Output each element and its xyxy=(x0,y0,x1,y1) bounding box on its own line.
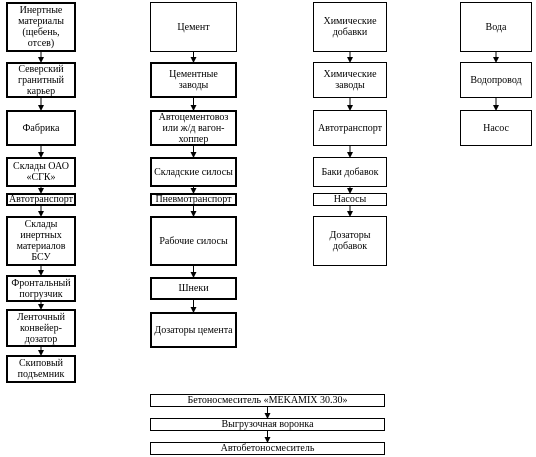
node-additive-dispensers: Дозаторы добавок xyxy=(313,216,387,266)
node-additive-tanks: Баки добавок xyxy=(313,157,387,187)
node-storage-silos: Складские силосы xyxy=(150,157,237,187)
node-water: Вода xyxy=(460,2,532,52)
node-inert-trucks: Автотранспорт xyxy=(6,193,76,206)
node-sgk-warehouses: Склады ОАО «СГК» xyxy=(6,157,76,187)
node-front-loader: Фронтальный погрузчик xyxy=(6,275,76,302)
node-belt-conveyor-dispenser: Ленточный конвейер-дозатор xyxy=(6,309,76,347)
node-cement-plants: Цементные заводы xyxy=(150,62,237,98)
node-chemical-additives: Химические добавки xyxy=(313,2,387,52)
node-discharge-funnel: Выгрузочная воронка xyxy=(150,418,385,431)
node-inert-materials: Инертные материалы (щебень, отсев) xyxy=(6,2,76,52)
node-working-silos: Рабочие силосы xyxy=(150,216,237,266)
node-pneumatic-transport: Пневмотранспорт xyxy=(150,193,237,206)
node-cement: Цемент xyxy=(150,2,237,52)
node-chemical-plants: Химические заводы xyxy=(313,62,387,98)
node-concrete-mixer: Бетоносмеситель «MEKAMIX 30.30» xyxy=(150,394,385,407)
node-pumps: Насосы xyxy=(313,193,387,206)
node-truck-mixer: Автобетоносмеситель xyxy=(150,442,385,455)
node-water-supply: Водопровод xyxy=(460,62,532,98)
node-water-pump: Насос xyxy=(460,110,532,146)
node-skip-hoist: Скиповый подъемник xyxy=(6,355,76,383)
node-seversky-granite-quarry: Северский гранитный карьер xyxy=(6,62,76,98)
node-bsu-inert-warehouses: Склады инертных материалов БСУ xyxy=(6,216,76,266)
node-cement-truck-or-hopper: Автоцементовоз или ж/д вагон-хоппер xyxy=(150,110,237,146)
node-augers: Шнеки xyxy=(150,277,237,300)
node-factory: Фабрика xyxy=(6,110,76,146)
node-cement-dispensers: Дозаторы цемента xyxy=(150,312,237,348)
node-additives-trucks: Автотранспорт xyxy=(313,110,387,146)
